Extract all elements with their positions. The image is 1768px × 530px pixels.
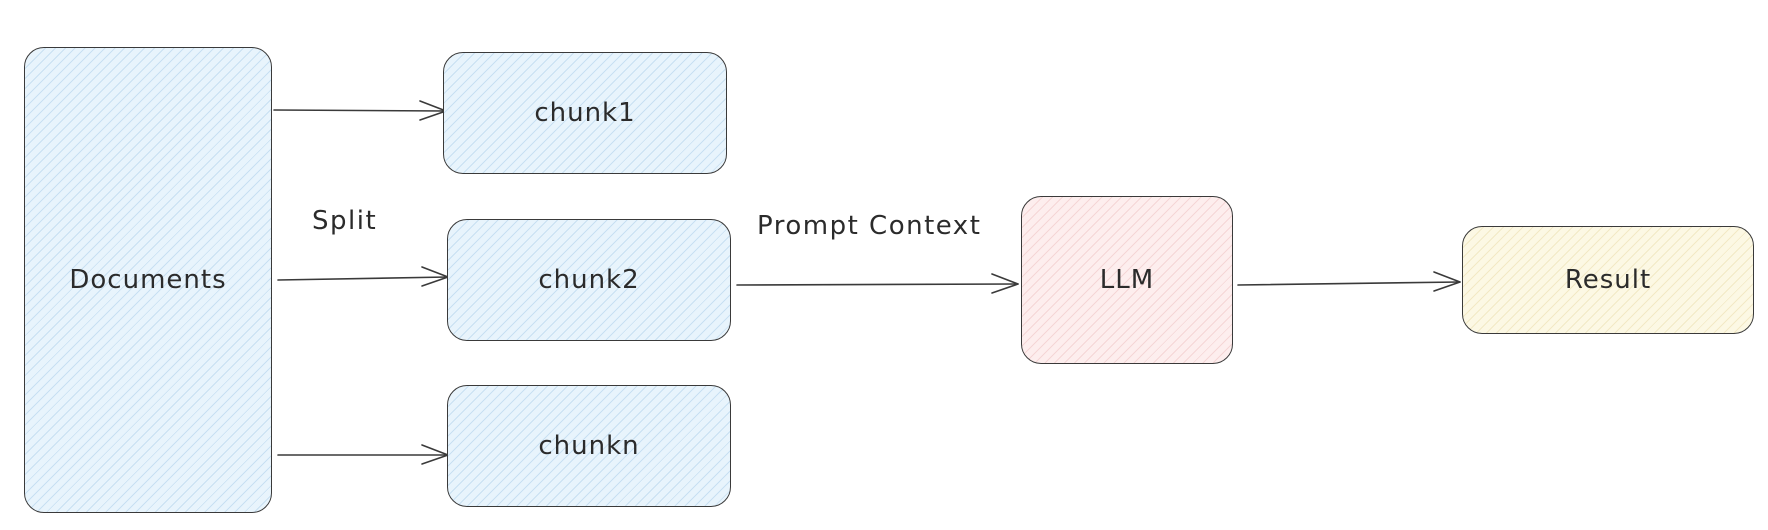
llm-node: LLM [1021,196,1233,364]
documents-label: Documents [69,265,227,295]
arrow-documents-to-chunk1 [273,100,447,121]
chunk1-label: chunk1 [534,98,636,128]
chunk1-node: chunk1 [443,52,727,174]
documents-node: Documents [24,47,272,513]
arrow-documents-to-chunkn [277,444,449,465]
arrow-documents-to-chunk2 [277,266,449,287]
split-edge-label: Split [312,206,378,236]
prompt-context-edge-label: Prompt Context [757,211,982,241]
chunk2-node: chunk2 [447,219,731,341]
result-node: Result [1462,226,1754,334]
chunkn-node: chunkn [447,385,731,507]
llm-label: LLM [1099,265,1155,295]
chunkn-label: chunkn [538,431,640,461]
chunk2-label: chunk2 [538,265,640,295]
result-label: Result [1564,265,1652,295]
arrow-chunk2-to-llm [736,273,1019,294]
arrow-llm-to-result [1237,271,1461,292]
